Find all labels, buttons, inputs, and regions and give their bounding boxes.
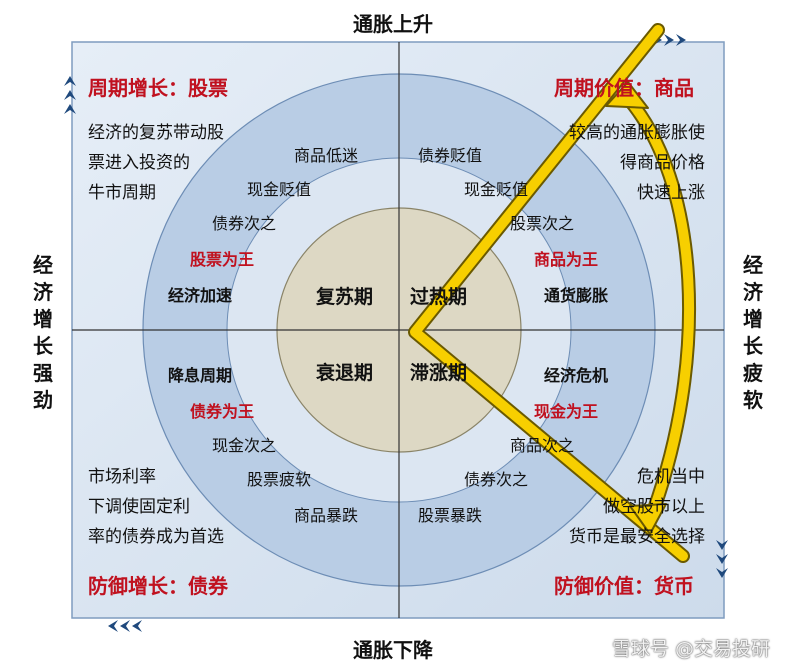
axis-top-label: 通胀上升 — [353, 12, 433, 36]
ring-item: 债券次之 — [464, 470, 529, 489]
phase-label: 复苏期 — [316, 286, 374, 308]
quadrant-title-bottom-right: 防御价值：货币 — [554, 574, 694, 598]
quadrant-desc-top-right: 较高的通胀膨胀使 得商品价格 快速上涨 — [560, 118, 705, 208]
phase-label: 衰退期 — [316, 362, 374, 384]
desc-line: 票进入投资的 — [88, 153, 190, 173]
ring-item: 现金贬值 — [464, 180, 529, 199]
trigger-label: 经济危机 — [544, 366, 609, 385]
desc-line: 牛市周期 — [88, 183, 156, 203]
axis-left-label: 经济增长强劲 — [33, 253, 53, 412]
highlight-label: 债券为王 — [190, 402, 255, 421]
watermark: 雪球号 @交易投研 — [612, 638, 771, 660]
quadrant-desc-bottom-left: 市场利率 下调使固定利 率的债券成为首选 — [88, 462, 224, 552]
quadrant-desc-bottom-right: 危机当中 做空股市以上 货币是最安全选择 — [548, 462, 705, 552]
ring-item: 现金贬值 — [247, 180, 312, 199]
ring-item: 股票次之 — [510, 214, 575, 233]
trigger-label: 降息周期 — [168, 366, 233, 385]
phase-label: 滞涨期 — [410, 362, 468, 384]
cycle-arrow-icon — [408, 23, 696, 563]
ring-item: 商品次之 — [510, 436, 575, 455]
quadrant-desc-top-left: 经济的复苏带动股 票进入投资的 牛市周期 — [88, 118, 224, 208]
trigger-label: 通货膨胀 — [544, 286, 609, 305]
quadrant-title-top-right: 周期价值：商品 — [554, 76, 694, 100]
highlight-label: 商品为王 — [534, 250, 599, 269]
axis-bottom-label: 通胀下降 — [353, 638, 433, 662]
ring-item: 商品低迷 — [294, 146, 359, 165]
desc-line: 货币是最安全选择 — [569, 527, 705, 547]
quadrant-title-top-left: 周期增长：股票 — [88, 76, 228, 100]
ring-item: 现金次之 — [212, 436, 277, 455]
desc-line: 率的债券成为首选 — [88, 527, 224, 547]
chevron-up-icon — [64, 76, 76, 114]
quadrant-title-bottom-left: 防御增长：债券 — [88, 574, 228, 598]
desc-line: 经济的复苏带动股 — [88, 123, 224, 143]
phase-label: 过热期 — [410, 286, 468, 308]
desc-line: 较高的通胀膨胀使 — [569, 123, 705, 143]
ring-item: 商品暴跌 — [294, 506, 359, 525]
desc-line: 下调使固定利 — [88, 497, 190, 517]
ring-item: 股票疲软 — [247, 470, 312, 489]
highlight-label: 股票为王 — [190, 250, 255, 269]
desc-line: 市场利率 — [88, 467, 156, 487]
ring-item: 股票暴跌 — [418, 506, 483, 525]
ring-item: 债券贬值 — [418, 146, 483, 165]
desc-line: 快速上涨 — [637, 183, 705, 203]
highlight-label: 现金为王 — [534, 402, 599, 421]
desc-line: 得商品价格 — [620, 153, 705, 173]
ring-item: 债券次之 — [212, 214, 277, 233]
trigger-label: 经济加速 — [168, 286, 233, 305]
chevron-left-icon — [108, 620, 142, 632]
chevron-down-icon — [716, 540, 728, 578]
desc-line: 危机当中 — [637, 467, 705, 487]
desc-line: 做空股市以上 — [603, 497, 705, 517]
axis-right-label: 经济增长疲软 — [743, 253, 763, 412]
